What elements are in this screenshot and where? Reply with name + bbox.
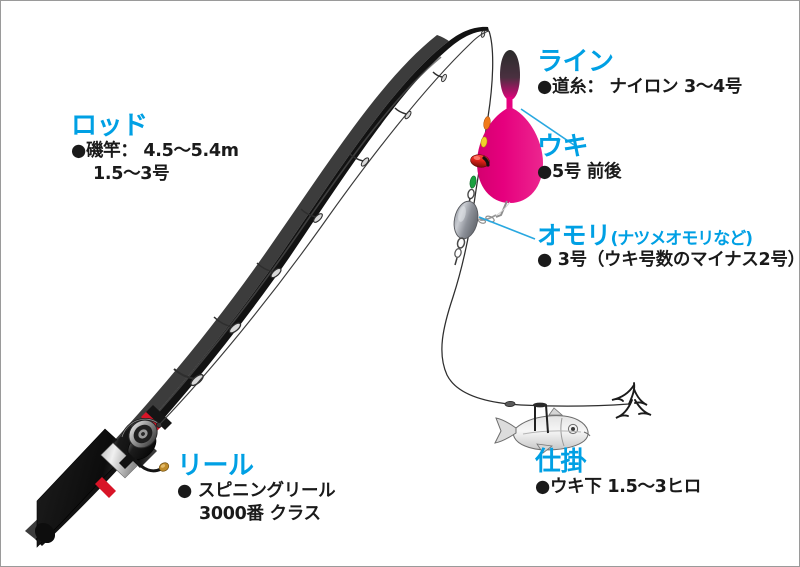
rod-guides <box>173 30 486 387</box>
callout-rig: 仕掛 ●ウキ下 1.5〜3ヒロ <box>535 447 701 499</box>
callout-line-heading: ライン <box>537 47 614 77</box>
callout-reel: リール ● スピニングリール 3000番 クラス <box>177 451 336 525</box>
callout-sinker: オモリ(ナツメオモリなど) ● 3号（ウキ号数のマイナス2号） <box>537 221 800 272</box>
spinning-reel <box>119 418 170 473</box>
pink-float <box>477 50 543 224</box>
callout-sinker-heading: オモリ(ナツメオモリなど) <box>537 221 799 250</box>
callout-rod-line-1: ●磯竿： 4.5〜5.4m <box>71 141 239 162</box>
callout-rod: ロッド ●磯竿： 4.5〜5.4m 1.5〜3号 <box>71 111 239 185</box>
callout-reel-line-1: ● スピニングリール <box>177 481 336 502</box>
callout-rig-heading: 仕掛 <box>535 447 587 477</box>
live-bait-fish <box>494 402 591 454</box>
callout-leader-lines <box>478 108 578 240</box>
callout-reel-heading: リール <box>177 451 254 481</box>
callout-reel-line-2: 3000番 クラス <box>199 503 321 524</box>
leader-sinker <box>478 216 536 240</box>
callout-line: ライン ●道糸： ナイロン 3〜4号 <box>537 47 743 99</box>
line-stoppers <box>469 116 491 189</box>
callout-sinker-line-1: ● 3号（ウキ号数のマイナス2号） <box>537 250 800 271</box>
callout-rod-heading: ロッド <box>71 111 148 141</box>
callout-sinker-heading-sub: (ナツメオモリなど) <box>610 229 754 249</box>
callout-float: ウキ ●5号 前後 <box>537 132 622 184</box>
callout-float-heading: ウキ <box>537 132 589 162</box>
oval-sinker <box>453 188 479 266</box>
callout-rig-line-1: ●ウキ下 1.5〜3ヒロ <box>535 477 701 498</box>
leader-float <box>520 108 578 148</box>
callout-rod-line-2: 1.5〜3号 <box>93 163 170 184</box>
swivel <box>504 400 516 408</box>
callout-float-line-1: ●5号 前後 <box>537 162 622 183</box>
treble-hook <box>611 382 652 419</box>
callout-line-line-1: ●道糸： ナイロン 3〜4号 <box>537 77 743 98</box>
callout-sinker-heading-main: オモリ <box>537 221 611 250</box>
